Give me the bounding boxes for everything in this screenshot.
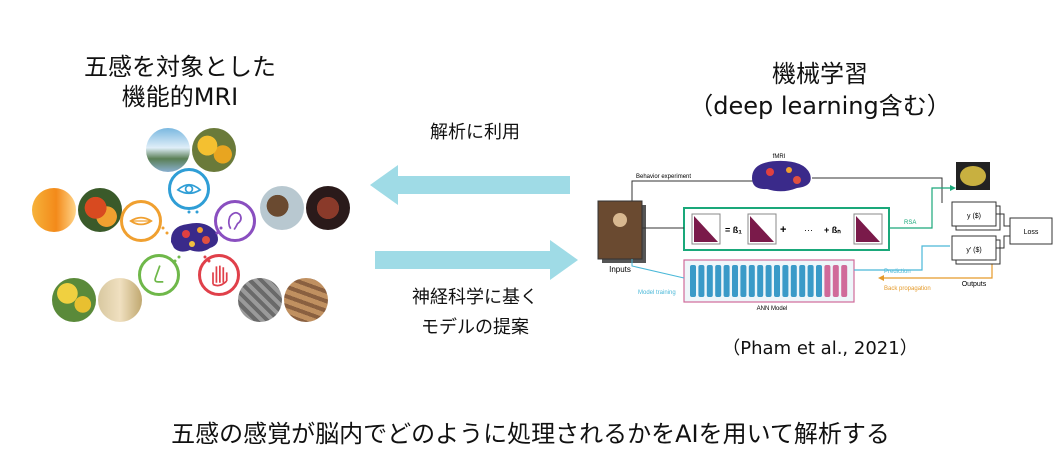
connection-dots — [161, 206, 223, 263]
ann-layer — [824, 265, 831, 297]
back-prop-label: Back propagation — [884, 286, 931, 292]
ann-layer — [841, 265, 848, 297]
ear-sense — [214, 200, 256, 242]
right-title-line2: （deep learning含む） — [689, 92, 951, 120]
beta1-label: = ß₁ — [725, 225, 742, 235]
outputs-label: Outputs — [962, 281, 987, 288]
ann-layers — [690, 265, 848, 297]
right-title-line1: 機械学習 — [772, 60, 868, 88]
behavior-line — [631, 180, 762, 201]
ann-layer — [765, 265, 772, 297]
loss-label: Loss — [1024, 229, 1039, 236]
model-diagram: Inputs Behavior experiment fMRI = ß₁ + ·… — [597, 154, 1053, 312]
model-training-line — [631, 259, 685, 279]
left-title: 五感を対象とした 機能的MRI — [50, 52, 310, 112]
left-title-line2: 機能的MRI — [121, 83, 239, 111]
rdm-fill — [856, 216, 880, 242]
photo-perfume — [98, 278, 142, 322]
photo-orchestra — [306, 186, 350, 230]
input-painting — [597, 200, 643, 260]
rsa-line — [889, 187, 950, 229]
model-training-label: Model training — [638, 290, 676, 296]
ann-layer — [698, 265, 705, 297]
rdm-fill — [750, 216, 774, 242]
eye-sense — [168, 168, 210, 210]
nose-icon — [154, 265, 164, 283]
ann-layer — [757, 265, 764, 297]
right-title: 機械学習 （deep learning含む） — [670, 58, 970, 122]
citation: （Pham et al., 2021） — [722, 338, 918, 359]
yprime-label: y' ($) — [966, 247, 981, 254]
brain-scan-highlight — [960, 166, 986, 186]
left-title-line1: 五感を対象とした — [84, 53, 276, 81]
hand-sense — [198, 254, 240, 296]
fmri-brain-icon — [752, 160, 811, 192]
ann-layer — [832, 265, 839, 297]
ellipsis-label: ··· — [804, 225, 813, 235]
ann-layer — [715, 265, 722, 297]
bottom-caption: 五感の感覚が脳内でどのように処理されるかをAIを用いて解析する — [171, 420, 890, 448]
photo-sunflowers — [192, 128, 236, 172]
behavior-label: Behavior experiment — [636, 174, 691, 180]
photo-juice — [32, 188, 76, 232]
plus-label: + — [780, 224, 786, 236]
ann-layer — [690, 265, 696, 297]
ann-layer — [748, 265, 755, 297]
eye-icon — [176, 183, 202, 195]
yprime-to-loss-line — [996, 235, 1010, 249]
ann-model-label: ANN Model — [757, 306, 788, 312]
y-label: y ($) — [967, 213, 981, 220]
fmri-activation — [793, 176, 801, 184]
rsa-label: RSA — [904, 220, 916, 226]
photo-dog — [260, 186, 304, 230]
ann-layer — [790, 265, 797, 297]
ear-icon — [227, 211, 242, 231]
ann-layer — [782, 265, 789, 297]
brain-icon — [170, 223, 218, 252]
mouth-icon — [129, 216, 153, 226]
ann-layer — [774, 265, 780, 297]
arrow-label-bottom-line1: 神経科学に基く — [412, 287, 538, 308]
betan-label: + ßₙ — [824, 225, 841, 235]
photo-wood — [284, 278, 328, 322]
prediction-line — [854, 245, 950, 271]
ann-layer — [816, 265, 822, 297]
back-prop-arrowhead — [878, 275, 884, 281]
prediction-label: Prediction — [884, 269, 911, 275]
rdm-fill — [694, 216, 718, 242]
arrow-label-bottom: 神経科学に基く モデルの提案 — [375, 283, 575, 343]
ann-layer — [740, 265, 747, 297]
fmri-label: fMRI — [773, 154, 786, 160]
ann-layer — [807, 265, 814, 297]
input-painting-figure — [613, 213, 627, 227]
rsa-box — [683, 207, 890, 251]
photo-landscape — [146, 128, 190, 172]
five-senses-illustration — [28, 128, 358, 323]
y-to-loss-line — [996, 213, 1010, 227]
rsa-arrowhead — [950, 185, 956, 191]
ann-layer — [732, 265, 738, 297]
photo-flowers — [52, 278, 96, 322]
photo-food — [78, 188, 122, 232]
arrow-right — [375, 240, 578, 280]
ann-layer — [799, 265, 806, 297]
mouth-sense — [120, 200, 162, 242]
loss-box — [1009, 217, 1053, 245]
inputs-label: Inputs — [609, 265, 631, 274]
fmri-to-y-line — [812, 177, 943, 203]
nose-sense — [138, 254, 180, 296]
fmri-activation — [766, 168, 774, 176]
photo-fabric — [238, 278, 282, 322]
hand-icon — [212, 265, 228, 287]
fmri-activation — [786, 167, 792, 173]
arrow-label-top: 解析に利用 — [430, 122, 520, 143]
arrow-left — [370, 165, 570, 205]
arrow-label-bottom-line2: モデルの提案 — [421, 317, 529, 338]
ann-layer — [723, 265, 730, 297]
ann-layer — [706, 265, 713, 297]
